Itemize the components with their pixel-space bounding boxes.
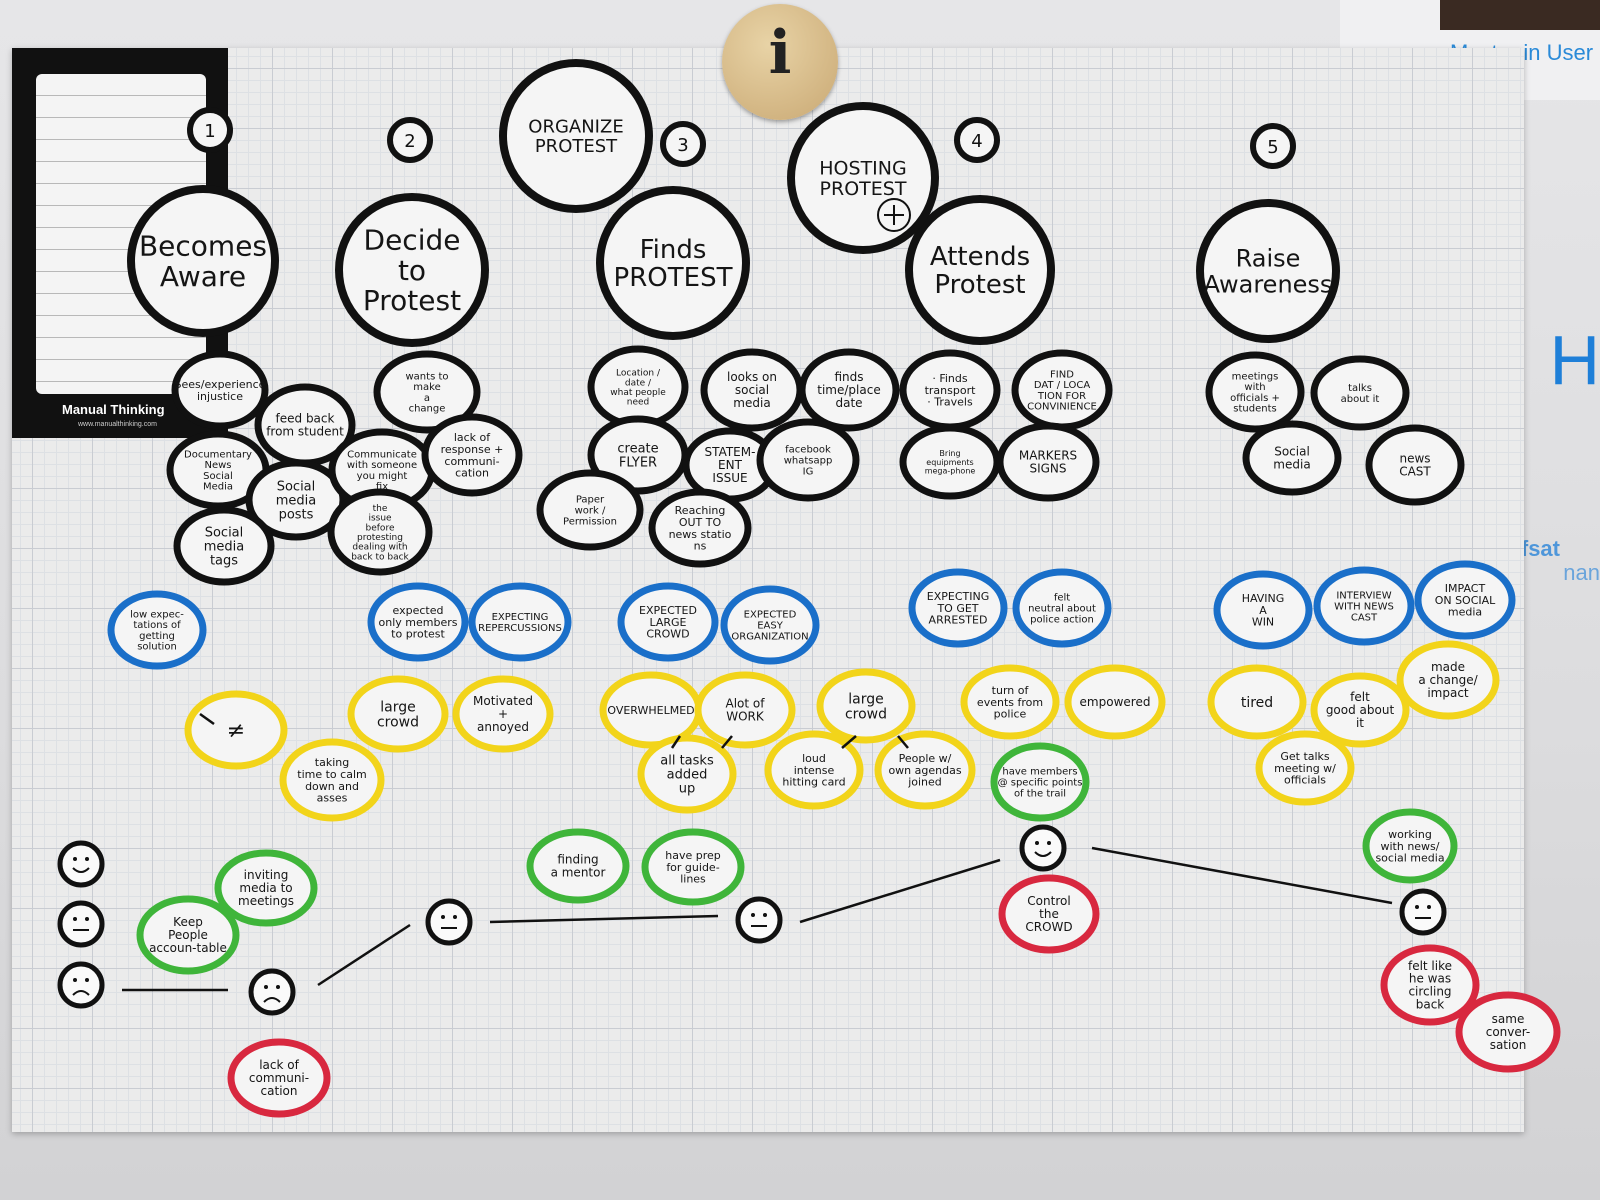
info-badge-icon: i [722, 4, 838, 120]
brand-label: Manual Thinking [62, 402, 165, 417]
manual-thinking-sidebar: Manual Thinking www.manualthinking.com [12, 48, 228, 438]
projector-name-tail: nan [1563, 560, 1600, 585]
journey-map-poster [12, 48, 1524, 1132]
info-letter: i [768, 18, 792, 88]
projector-video-strip [1440, 0, 1600, 30]
brand-url: www.manualthinking.com [78, 421, 157, 428]
projector-letter: H [1549, 321, 1600, 399]
notepad [36, 74, 206, 394]
